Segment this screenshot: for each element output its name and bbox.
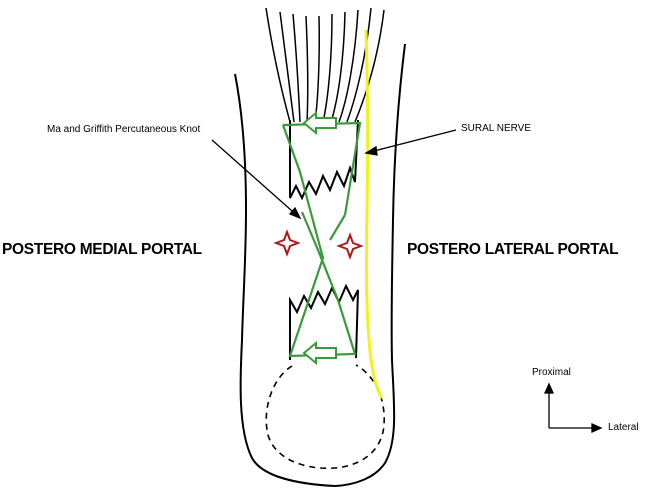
calcaneus-outline (265, 364, 385, 470)
knot-label: Ma and Griffith Percutaneous Knot (47, 124, 201, 135)
suture-arrow-proximal (302, 110, 337, 136)
sural-nerve (364, 29, 384, 399)
leg-outline-lateral (334, 43, 406, 487)
orientation-axes (543, 382, 603, 434)
proximal-stump (289, 119, 359, 201)
medial-portal-marker (273, 229, 301, 257)
medial-portal-label: POSTERO MEDIAL PORTAL (2, 241, 202, 258)
distal-stump (289, 283, 359, 360)
axis-lateral-label: Lateral (608, 422, 639, 433)
pointer-lines (211, 129, 457, 220)
lateral-portal-marker (336, 232, 364, 260)
tendon-fibres (265, 7, 385, 123)
axis-proximal-label: Proximal (532, 367, 571, 378)
leg-outline-medial (234, 73, 336, 487)
suture-arrow-distal (302, 340, 337, 366)
lateral-portal-label: POSTERO LATERAL PORTAL (407, 241, 619, 258)
sural-nerve-label: SURAL NERVE (461, 123, 532, 134)
